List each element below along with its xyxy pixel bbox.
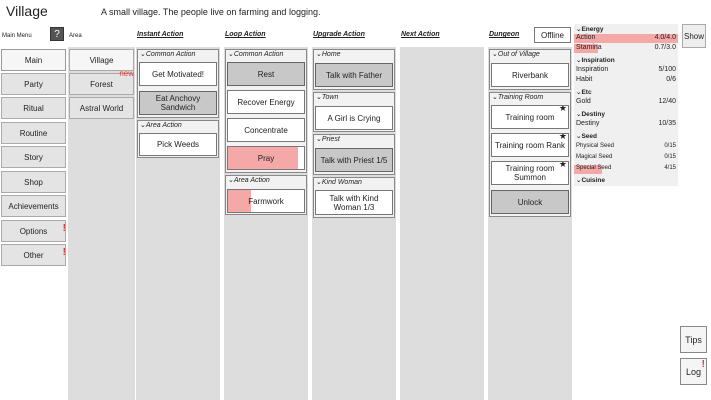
group-title: ⌄Common Action	[228, 51, 284, 58]
group-title: ⌄Kind Woman	[316, 179, 362, 186]
menu-party[interactable]: Party	[1, 73, 66, 95]
action-farmwork[interactable]: Farmwork	[227, 189, 305, 213]
action-training-room-rank[interactable]: Training room Rank ★	[491, 133, 569, 157]
main-menu-label: Main Menu	[2, 33, 32, 39]
inspiration-section-title[interactable]: ⌄Inspiration	[576, 57, 615, 64]
area-description: A small village. The people live on farm…	[101, 7, 321, 17]
action-rest[interactable]: Rest	[227, 62, 305, 86]
group-title: ⌄Home	[316, 51, 341, 58]
star-icon: ★	[558, 133, 567, 141]
pray-progress-fill	[228, 147, 298, 169]
other-alert-badge: !	[62, 247, 66, 258]
special-seed-fill	[574, 165, 603, 174]
action-pray[interactable]: Pray	[227, 146, 305, 170]
area-astral-world[interactable]: Astral World	[69, 97, 134, 119]
area-forest[interactable]: Forest new	[69, 69, 134, 95]
action-fill	[574, 34, 678, 43]
menu-ritual[interactable]: Ritual	[1, 97, 66, 119]
instant-action-header: Instant Action	[137, 31, 184, 38]
menu-main[interactable]: Main	[1, 49, 66, 71]
menu-options[interactable]: Options !	[1, 220, 66, 242]
action-eat-anchovy-sandwich[interactable]: Eat Anchovy Sandwich	[139, 91, 217, 115]
action-talk-with-priest[interactable]: Talk with Priest 1/5	[315, 148, 393, 172]
cuisine-section-title[interactable]: ⌄Cuisine	[576, 177, 605, 184]
options-alert-badge: !	[62, 223, 66, 234]
action-talk-with-kind-woman[interactable]: Talk with Kind Woman 1/3	[315, 190, 393, 215]
group-title: ⌄Area Action	[140, 122, 182, 129]
menu-story[interactable]: Story	[1, 146, 66, 168]
action-concentrate[interactable]: Concentrate	[227, 118, 305, 142]
action-recover-energy[interactable]: Recover Energy	[227, 90, 305, 114]
log-button[interactable]: Log !	[680, 358, 707, 385]
area-forest-label: Forest	[90, 79, 113, 89]
action-pick-weeds[interactable]: Pick Weeds	[139, 133, 217, 156]
group-title: ⌄Priest	[316, 136, 340, 143]
menu-other-label: Other	[23, 250, 44, 260]
next-action-header: Next Action	[401, 31, 440, 38]
group-title: ⌄Area Action	[228, 177, 270, 184]
farmwork-progress-fill	[228, 190, 251, 212]
star-icon: ★	[558, 161, 567, 169]
new-badge: new	[119, 69, 134, 78]
energy-section-title[interactable]: ⌄Energy	[576, 26, 604, 33]
menu-options-label: Options	[19, 226, 48, 236]
group-title: ⌄Common Action	[140, 51, 196, 58]
next-action-panel	[400, 47, 484, 400]
log-button-label: Log	[685, 366, 702, 377]
menu-achievements[interactable]: Achievements	[1, 195, 66, 217]
group-title: ⌄Town	[316, 94, 339, 101]
help-button[interactable]: ?	[50, 27, 64, 41]
area-village[interactable]: Village	[69, 49, 134, 71]
group-title: ⌄Out of Village	[492, 51, 540, 58]
upgrade-action-header: Upgrade Action	[313, 31, 365, 38]
action-a-girl-is-crying[interactable]: A Girl is Crying	[315, 106, 393, 130]
star-icon: ★	[558, 105, 567, 113]
action-talk-with-father[interactable]: Talk with Father	[315, 63, 393, 87]
action-training-room[interactable]: Training room ★	[491, 105, 569, 129]
stamina-fill	[574, 44, 598, 53]
etc-section-title[interactable]: ⌄Etc	[576, 89, 592, 96]
menu-other[interactable]: Other !	[1, 244, 66, 266]
page-title: Village	[6, 3, 48, 19]
group-title: ⌄Training Room	[492, 94, 544, 101]
area-label: Area	[69, 33, 82, 39]
show-button[interactable]: Show	[682, 24, 706, 48]
menu-shop[interactable]: Shop	[1, 171, 66, 193]
action-get-motivated[interactable]: Get Motivated!	[139, 62, 217, 86]
log-alert-badge: !	[701, 359, 705, 370]
seed-section-title[interactable]: ⌄Seed	[576, 133, 597, 140]
menu-routine[interactable]: Routine	[1, 122, 66, 144]
action-riverbank[interactable]: Riverbank	[491, 63, 569, 87]
dungeon-header: Dungeon	[489, 31, 520, 38]
loop-action-header: Loop Action	[225, 31, 266, 38]
tips-button[interactable]: Tips	[680, 326, 707, 353]
offline-button[interactable]: Offline	[534, 27, 571, 43]
destiny-section-title[interactable]: ⌄Destiny	[576, 111, 605, 118]
action-training-room-summon[interactable]: Training room Summon ★	[491, 161, 569, 185]
action-unlock[interactable]: Unlock	[491, 190, 569, 214]
